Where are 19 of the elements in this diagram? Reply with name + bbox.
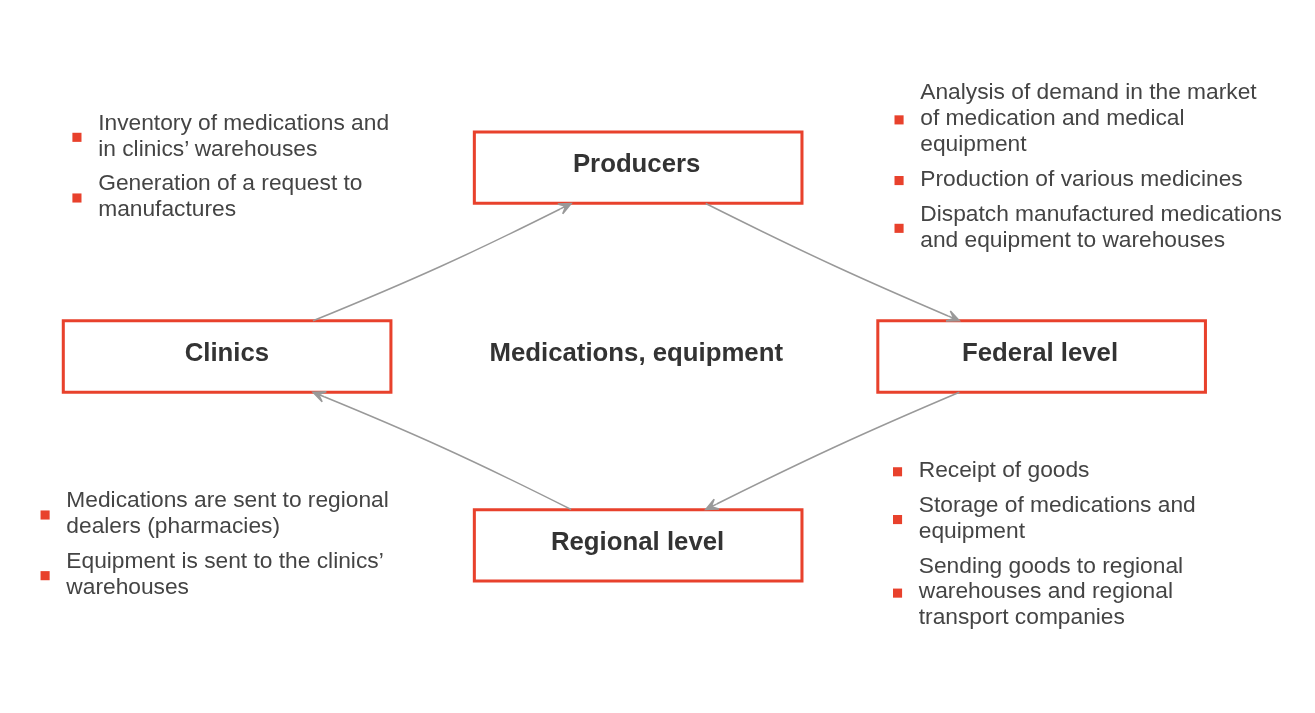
node-box: Clinics [61,319,393,394]
label: Receipt of goods [918,456,1090,483]
label: Dispatch manufactured medications and equipment to warehouses [920,199,1282,252]
arrow [312,390,572,511]
arrow [312,202,572,322]
label: Inventory of medications and in clinics’ warehouses [98,108,390,161]
node-box: Federal level [876,319,1207,394]
label: Medications, equipment [489,338,783,367]
arrow [704,391,961,511]
arrow [704,202,961,322]
node-box: Producers [472,130,804,205]
label: Storage of medications and equipment [918,490,1196,543]
label: Analysis of demand in the market of medication and medical equipment [920,78,1257,156]
label: Sending goods to regional warehouses and regional transport companies [918,551,1184,630]
node-box: Regional level [472,508,804,583]
label: Production of various medicines [920,164,1243,191]
label: Generation of a request to manufactures [98,169,363,222]
label: Equipment is sent to the clinics’ warehouses [66,547,384,599]
label: Medications are sent to regional dealers (pharmacies) [66,486,389,539]
